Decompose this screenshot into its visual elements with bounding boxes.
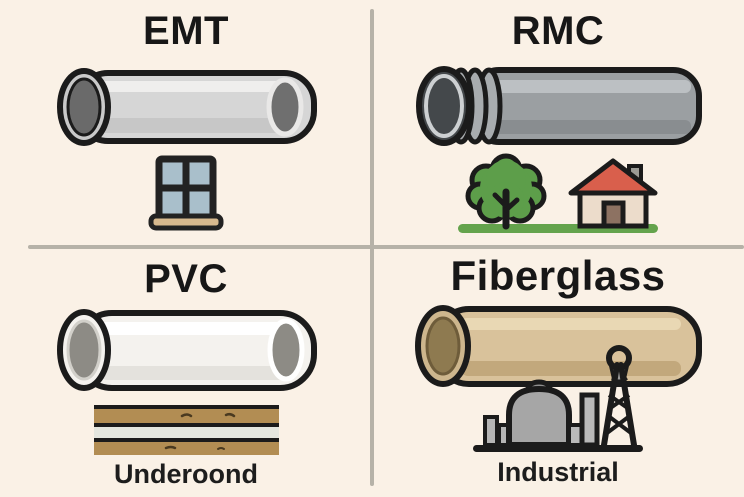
industrial-plant-icon <box>472 345 643 453</box>
quadrant-emt: EMT <box>0 0 372 248</box>
quadrant-fiberglass: Fiberglass <box>372 248 744 497</box>
underground-soil-layers-icon <box>93 405 279 455</box>
factory-tanks-icon <box>482 379 599 449</box>
horizontal-divider <box>28 245 744 249</box>
derrick-tower-icon <box>600 345 637 449</box>
rmc-pipe-illustration <box>416 66 702 146</box>
quadrant-title-emt: EMT <box>143 9 229 53</box>
quadrant-title-rmc: RMC <box>511 9 605 53</box>
tree-icon <box>465 153 547 230</box>
quadrant-rmc: RMC <box>372 0 744 248</box>
quadrant-pvc: PVC Underoond <box>0 248 372 497</box>
emt-pipe-illustration <box>56 68 317 146</box>
tree-and-house-icon <box>458 153 658 233</box>
quadrant-title-fiberglass: Fiberglass <box>450 252 666 299</box>
house-icon <box>568 158 658 229</box>
quadrant-title-pvc: PVC <box>144 257 228 301</box>
pvc-pipe-illustration <box>56 309 317 391</box>
quadrant-caption-fiberglass: Industrial <box>497 457 619 488</box>
window-icon <box>148 155 224 231</box>
quadrant-caption-pvc: Underoond <box>114 459 258 489</box>
